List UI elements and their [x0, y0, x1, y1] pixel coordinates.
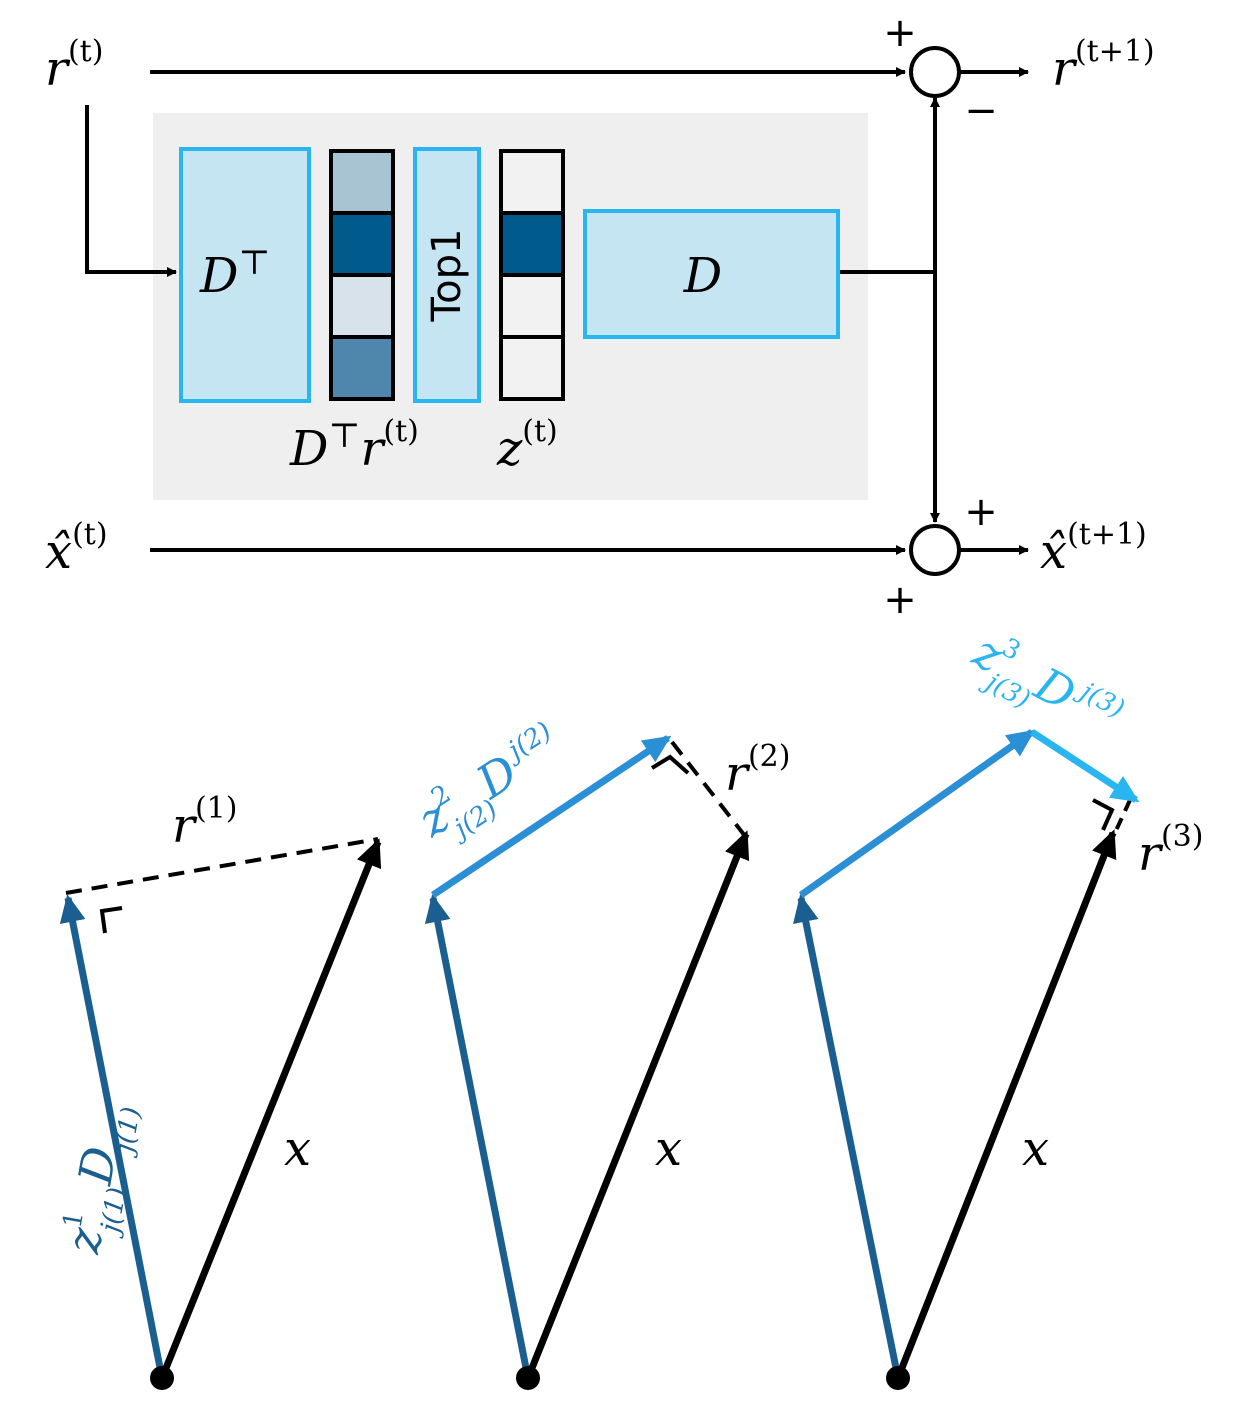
right-angle-mark — [99, 906, 123, 934]
iteration-panel-2: z2j(2)Dj(2) r(2) x — [407, 714, 790, 1390]
atom-label: z2j(2)Dj(2) — [407, 714, 577, 857]
origin-point — [516, 1366, 540, 1390]
transpose-dictionary-label: D⊤ — [199, 243, 270, 304]
dictionary-box — [583, 209, 840, 339]
top1-box — [413, 147, 481, 403]
add-junction — [909, 524, 961, 576]
target-label: x — [1022, 1121, 1049, 1177]
residual-dashed-line — [1112, 799, 1132, 836]
residual-label: r(3) — [1138, 819, 1203, 882]
atom-vector-arrow — [798, 729, 1036, 898]
dictionary-label: D — [683, 248, 722, 304]
origin-point — [886, 1366, 910, 1390]
residual-label: r(1) — [172, 791, 237, 854]
code-cell — [499, 335, 565, 401]
atom-vector-arrow — [59, 894, 166, 1379]
sparse-code-vector — [499, 149, 565, 401]
target-vector-arrow — [524, 830, 750, 1380]
projection-cell — [329, 149, 395, 215]
atom-vector-arrow — [424, 894, 532, 1379]
right-angle-mark — [1092, 798, 1115, 831]
right-angle-mark — [650, 754, 690, 775]
residual-branch-arrow — [85, 105, 177, 277]
projection-label: D⊤r(t) — [289, 414, 419, 477]
target-vector-arrow — [894, 829, 1117, 1380]
atom-vector-arrow — [793, 894, 902, 1379]
estimate-input-label: x̂(t) — [45, 517, 108, 580]
sign-minus-top: − — [964, 88, 998, 134]
projection-cell — [329, 273, 395, 339]
residual-dashed-line — [670, 740, 747, 838]
transpose-dictionary-box — [179, 147, 311, 403]
block-diagram: + − + + r(t) r(t+1) x̂(t) x̂(t+1) D⊤ — [45, 10, 1155, 623]
residual-label: r(2) — [725, 739, 790, 802]
origin-point — [150, 1366, 174, 1390]
top1-label: Top1 — [424, 229, 470, 323]
sparse-code-label: z(t) — [496, 414, 558, 477]
residual-output-label: r(t+1) — [1052, 34, 1155, 97]
residual-input-label: r(t) — [45, 34, 103, 97]
atom-vector-arrow — [431, 735, 672, 898]
sign-plus-bottom-left: + — [883, 577, 917, 623]
code-cell — [499, 149, 565, 215]
sign-plus-top: + — [883, 10, 917, 56]
sign-plus-bottom-right: + — [964, 489, 998, 535]
atom-vector-arrow — [1030, 729, 1140, 803]
code-cell — [499, 273, 565, 339]
target-vector-arrow — [158, 838, 382, 1380]
code-cell — [499, 211, 565, 277]
projection-cell — [329, 211, 395, 277]
projection-vector — [329, 149, 395, 401]
residual-dashed-line — [65, 837, 379, 895]
iteration-panel-3: z3j(3)Dj(3) r(3) x — [793, 624, 1203, 1390]
subtract-junction — [909, 46, 961, 98]
target-label: x — [655, 1121, 682, 1177]
projection-cell — [329, 335, 395, 401]
estimate-output-label: x̂(t+1) — [1040, 517, 1147, 580]
target-label: x — [284, 1121, 311, 1177]
